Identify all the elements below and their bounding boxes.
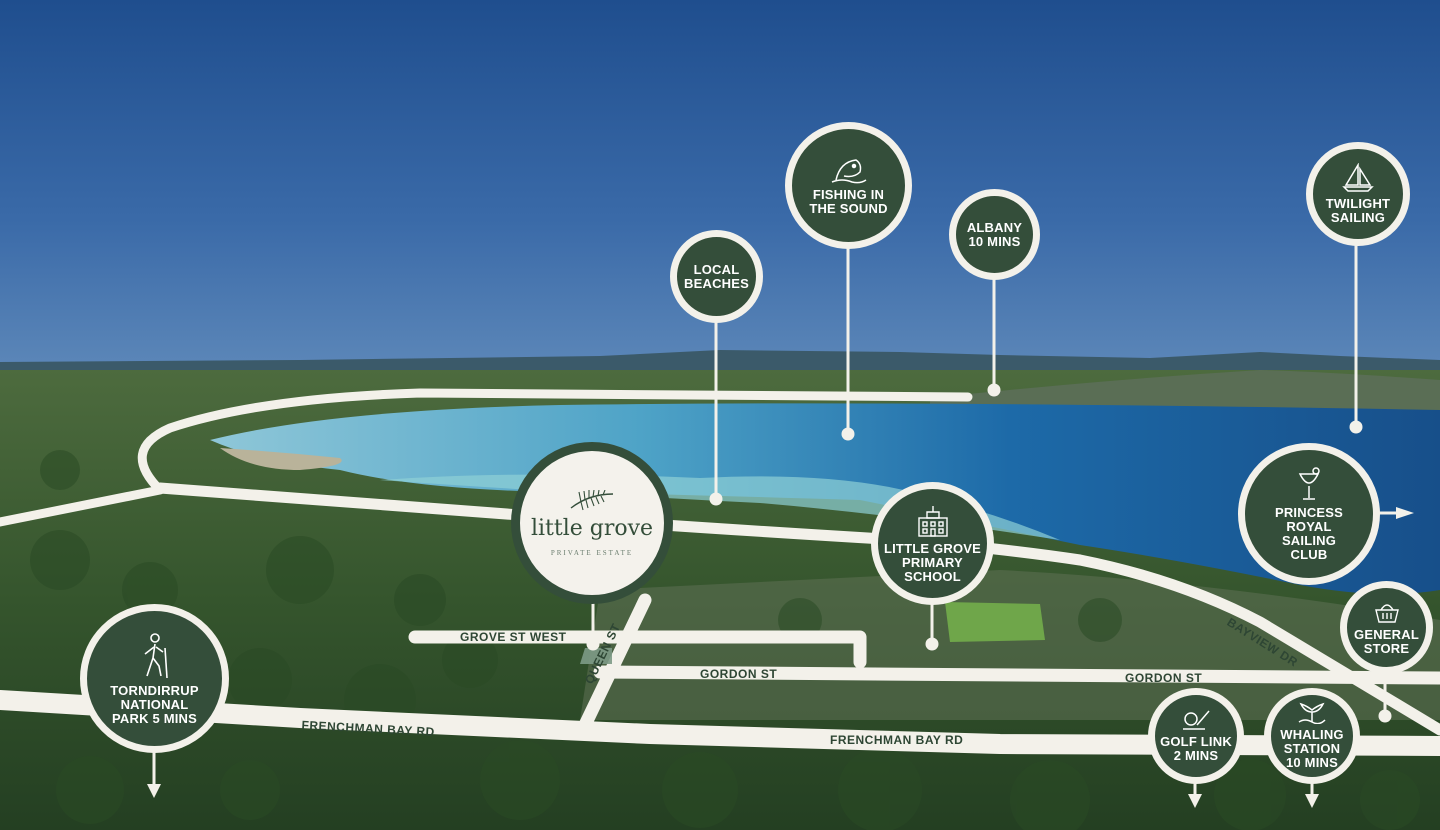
road-label-frenchman-bay-rd-2: FRENCHMAN BAY RD — [830, 733, 964, 747]
marker-princess-royal-sailing-club[interactable]: PRINCESS ROYAL SAILING CLUB — [1238, 443, 1380, 585]
road-label-gordon-st-2: GORDON ST — [1125, 671, 1203, 685]
marker-label: LITTLE GROVE PRIMARY SCHOOL — [883, 540, 981, 584]
marker-local-beaches[interactable]: LOCAL BEACHES — [670, 230, 763, 323]
marker-little-grove-primary-school[interactable]: LITTLE GROVE PRIMARY SCHOOL — [871, 482, 994, 605]
marker-general-store[interactable]: GENERAL STORE — [1340, 581, 1433, 674]
logo-name: little grove — [530, 515, 654, 541]
sports-oval — [945, 602, 1045, 642]
sandbar — [220, 448, 342, 470]
road-gordon-st — [593, 665, 1440, 685]
road-queen-st — [578, 593, 652, 732]
marker-label: ALBANY 10 MINS — [966, 219, 1023, 249]
marker-twilight-sailing[interactable]: TWILIGHT SAILING — [1306, 142, 1410, 246]
marker-label: GOLF LINK 2 MINS — [1160, 734, 1232, 763]
marker-label: FISHING IN THE SOUND — [809, 186, 888, 216]
marker-albany[interactable]: ALBANY 10 MINS — [949, 189, 1040, 280]
road-bayview — [154, 482, 1440, 736]
basket-icon — [1374, 603, 1399, 623]
pin-lines — [147, 244, 1414, 808]
marker-label: LOCAL BEACHES — [684, 261, 749, 291]
marker-label: TORNDIRRUP NATIONAL PARK 5 MINS — [110, 682, 199, 726]
marker-label: GENERAL STORE — [1354, 626, 1419, 656]
marker-label: PRINCESS ROYAL SAILING CLUB — [1274, 505, 1344, 562]
road-grove-st-west — [408, 630, 867, 669]
logo-subtitle: PRIVATE ESTATE — [550, 548, 634, 557]
road-upper-loop — [0, 388, 973, 527]
marker-label: TWILIGHT SAILING — [1325, 196, 1391, 225]
marker-fishing-in-the-sound[interactable]: FISHING IN THE SOUND — [785, 122, 912, 249]
whale-tail-icon — [1298, 702, 1326, 724]
marker-label: WHALING STATION 10 MINS — [1280, 727, 1344, 770]
palm-leaf-icon — [570, 489, 614, 510]
little-grove-logo[interactable]: little grove PRIVATE ESTATE — [511, 442, 673, 604]
marker-golf-link[interactable]: GOLF LINK 2 MINS — [1148, 688, 1244, 784]
marker-torndirrup-national-park[interactable]: TORNDIRRUP NATIONAL PARK 5 MINS — [80, 604, 229, 753]
fish-icon — [831, 158, 866, 183]
sailboat-icon — [1342, 163, 1374, 192]
hiker-icon — [144, 632, 168, 678]
golf-icon — [1183, 710, 1210, 730]
far-shore — [930, 370, 1440, 412]
estate-entrance — [580, 648, 612, 664]
marker-whaling-station[interactable]: WHALING STATION 10 MINS — [1264, 688, 1360, 784]
school-icon — [917, 505, 948, 537]
road-label-gordon-st-1: GORDON ST — [700, 667, 778, 681]
cocktail-icon — [1298, 467, 1320, 500]
road-label-grove-st-west: GROVE ST WEST — [460, 630, 567, 644]
